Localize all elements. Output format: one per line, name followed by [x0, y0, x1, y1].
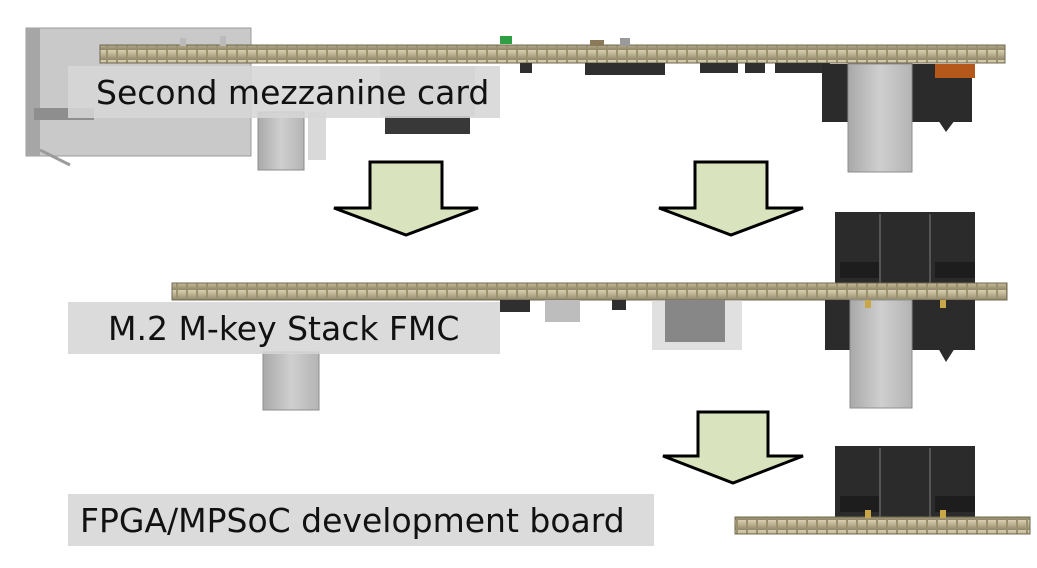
m2-card-pcb	[171, 282, 1008, 301]
second-card-pcb	[99, 44, 1006, 64]
label-m2-stack-fmc-text: M.2 M-key Stack FMC	[108, 308, 460, 348]
m2-stack-fmc-card	[171, 212, 1008, 411]
arrow-down-left	[333, 160, 479, 237]
arrow-down-right	[658, 160, 804, 237]
label-m2-stack-fmc: M.2 M-key Stack FMC	[68, 302, 500, 354]
dev-board-pcb	[734, 516, 1031, 535]
label-second-mezzanine-card: Second mezzanine card	[68, 66, 500, 118]
label-dev-board: FPGA/MPSoC development board	[68, 494, 654, 546]
label-dev-board-text: FPGA/MPSoC development board	[80, 500, 625, 540]
arrow-down-bottom	[662, 410, 804, 485]
dev-board	[734, 446, 1031, 535]
label-second-mezzanine-card-text: Second mezzanine card	[96, 72, 490, 112]
